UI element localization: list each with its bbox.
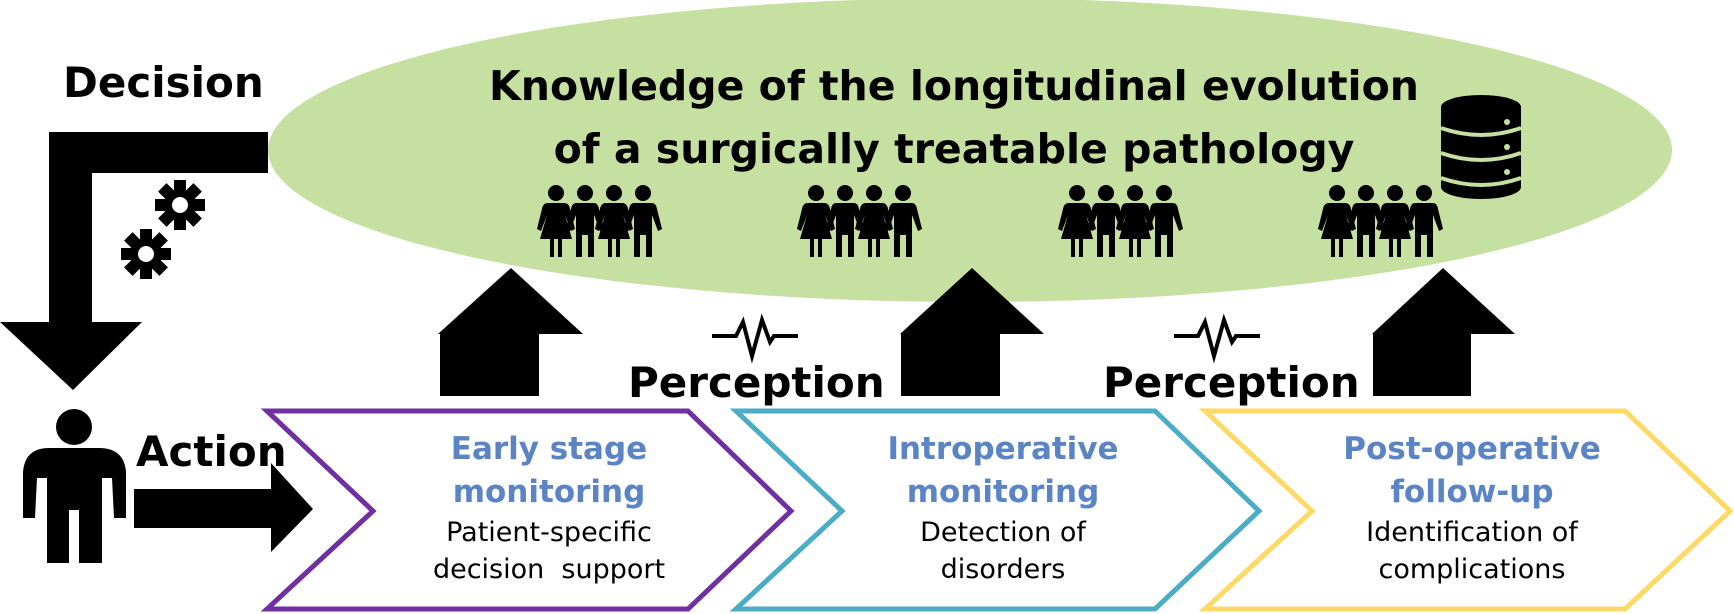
- gears-icon: [121, 180, 205, 279]
- knowledge-title-line1: Knowledge of the longitudinal evolution: [489, 62, 1419, 110]
- heartbeat-icon-1: [712, 313, 798, 364]
- action-arrow: [134, 463, 313, 552]
- action-label: Action: [136, 427, 287, 476]
- heartbeat-icon-2: [1174, 313, 1260, 364]
- person-icon: [23, 409, 126, 563]
- stage-introperative-text: Introperative monitoring Detection of di…: [823, 428, 1183, 588]
- stage-early-title-line1: Early stage: [450, 431, 648, 467]
- stage-postoperative-text: Post-operative follow-up Identification …: [1292, 428, 1652, 588]
- stage-postoperative-title-line1: Post-operative: [1343, 431, 1601, 467]
- stage-introperative-desc-line1: Detection of: [920, 517, 1086, 548]
- knowledge-title-line2: of a surgically treatable pathology: [553, 125, 1355, 173]
- stage-chevron-postoperative: [1198, 408, 1734, 612]
- stage-chevron-early: [260, 408, 795, 612]
- knowledge-title: Knowledge of the longitudinal evolution …: [464, 55, 1444, 181]
- stage-introperative-title-line1: Introperative: [887, 431, 1119, 467]
- decision-label: Decision: [63, 58, 264, 107]
- stage-chevron-introperative: [729, 408, 1263, 612]
- perception-arrow-2: [900, 268, 1044, 396]
- stage-postoperative-title-line2: follow-up: [1390, 474, 1554, 510]
- perception-arrow-3: [1372, 268, 1515, 396]
- perception-label-1: Perception: [628, 358, 885, 407]
- decision-arrow: [0, 132, 268, 390]
- stage-introperative-desc-line2: disorders: [940, 554, 1066, 585]
- perception-arrow-1: [438, 268, 583, 396]
- perception-label-2: Perception: [1103, 358, 1360, 407]
- stage-early-title-line2: monitoring: [452, 474, 646, 510]
- stage-early-desc-line2: decision support: [432, 554, 666, 585]
- stage-postoperative-desc-line1: Identification of: [1366, 517, 1578, 548]
- stage-early-text: Early stage monitoring Patient-specific …: [369, 428, 729, 588]
- stage-postoperative-desc-line2: complications: [1378, 554, 1566, 585]
- stage-introperative-title-line2: monitoring: [906, 474, 1100, 510]
- database-icon: [1440, 95, 1522, 199]
- stage-early-desc-line1: Patient-specific: [446, 517, 652, 548]
